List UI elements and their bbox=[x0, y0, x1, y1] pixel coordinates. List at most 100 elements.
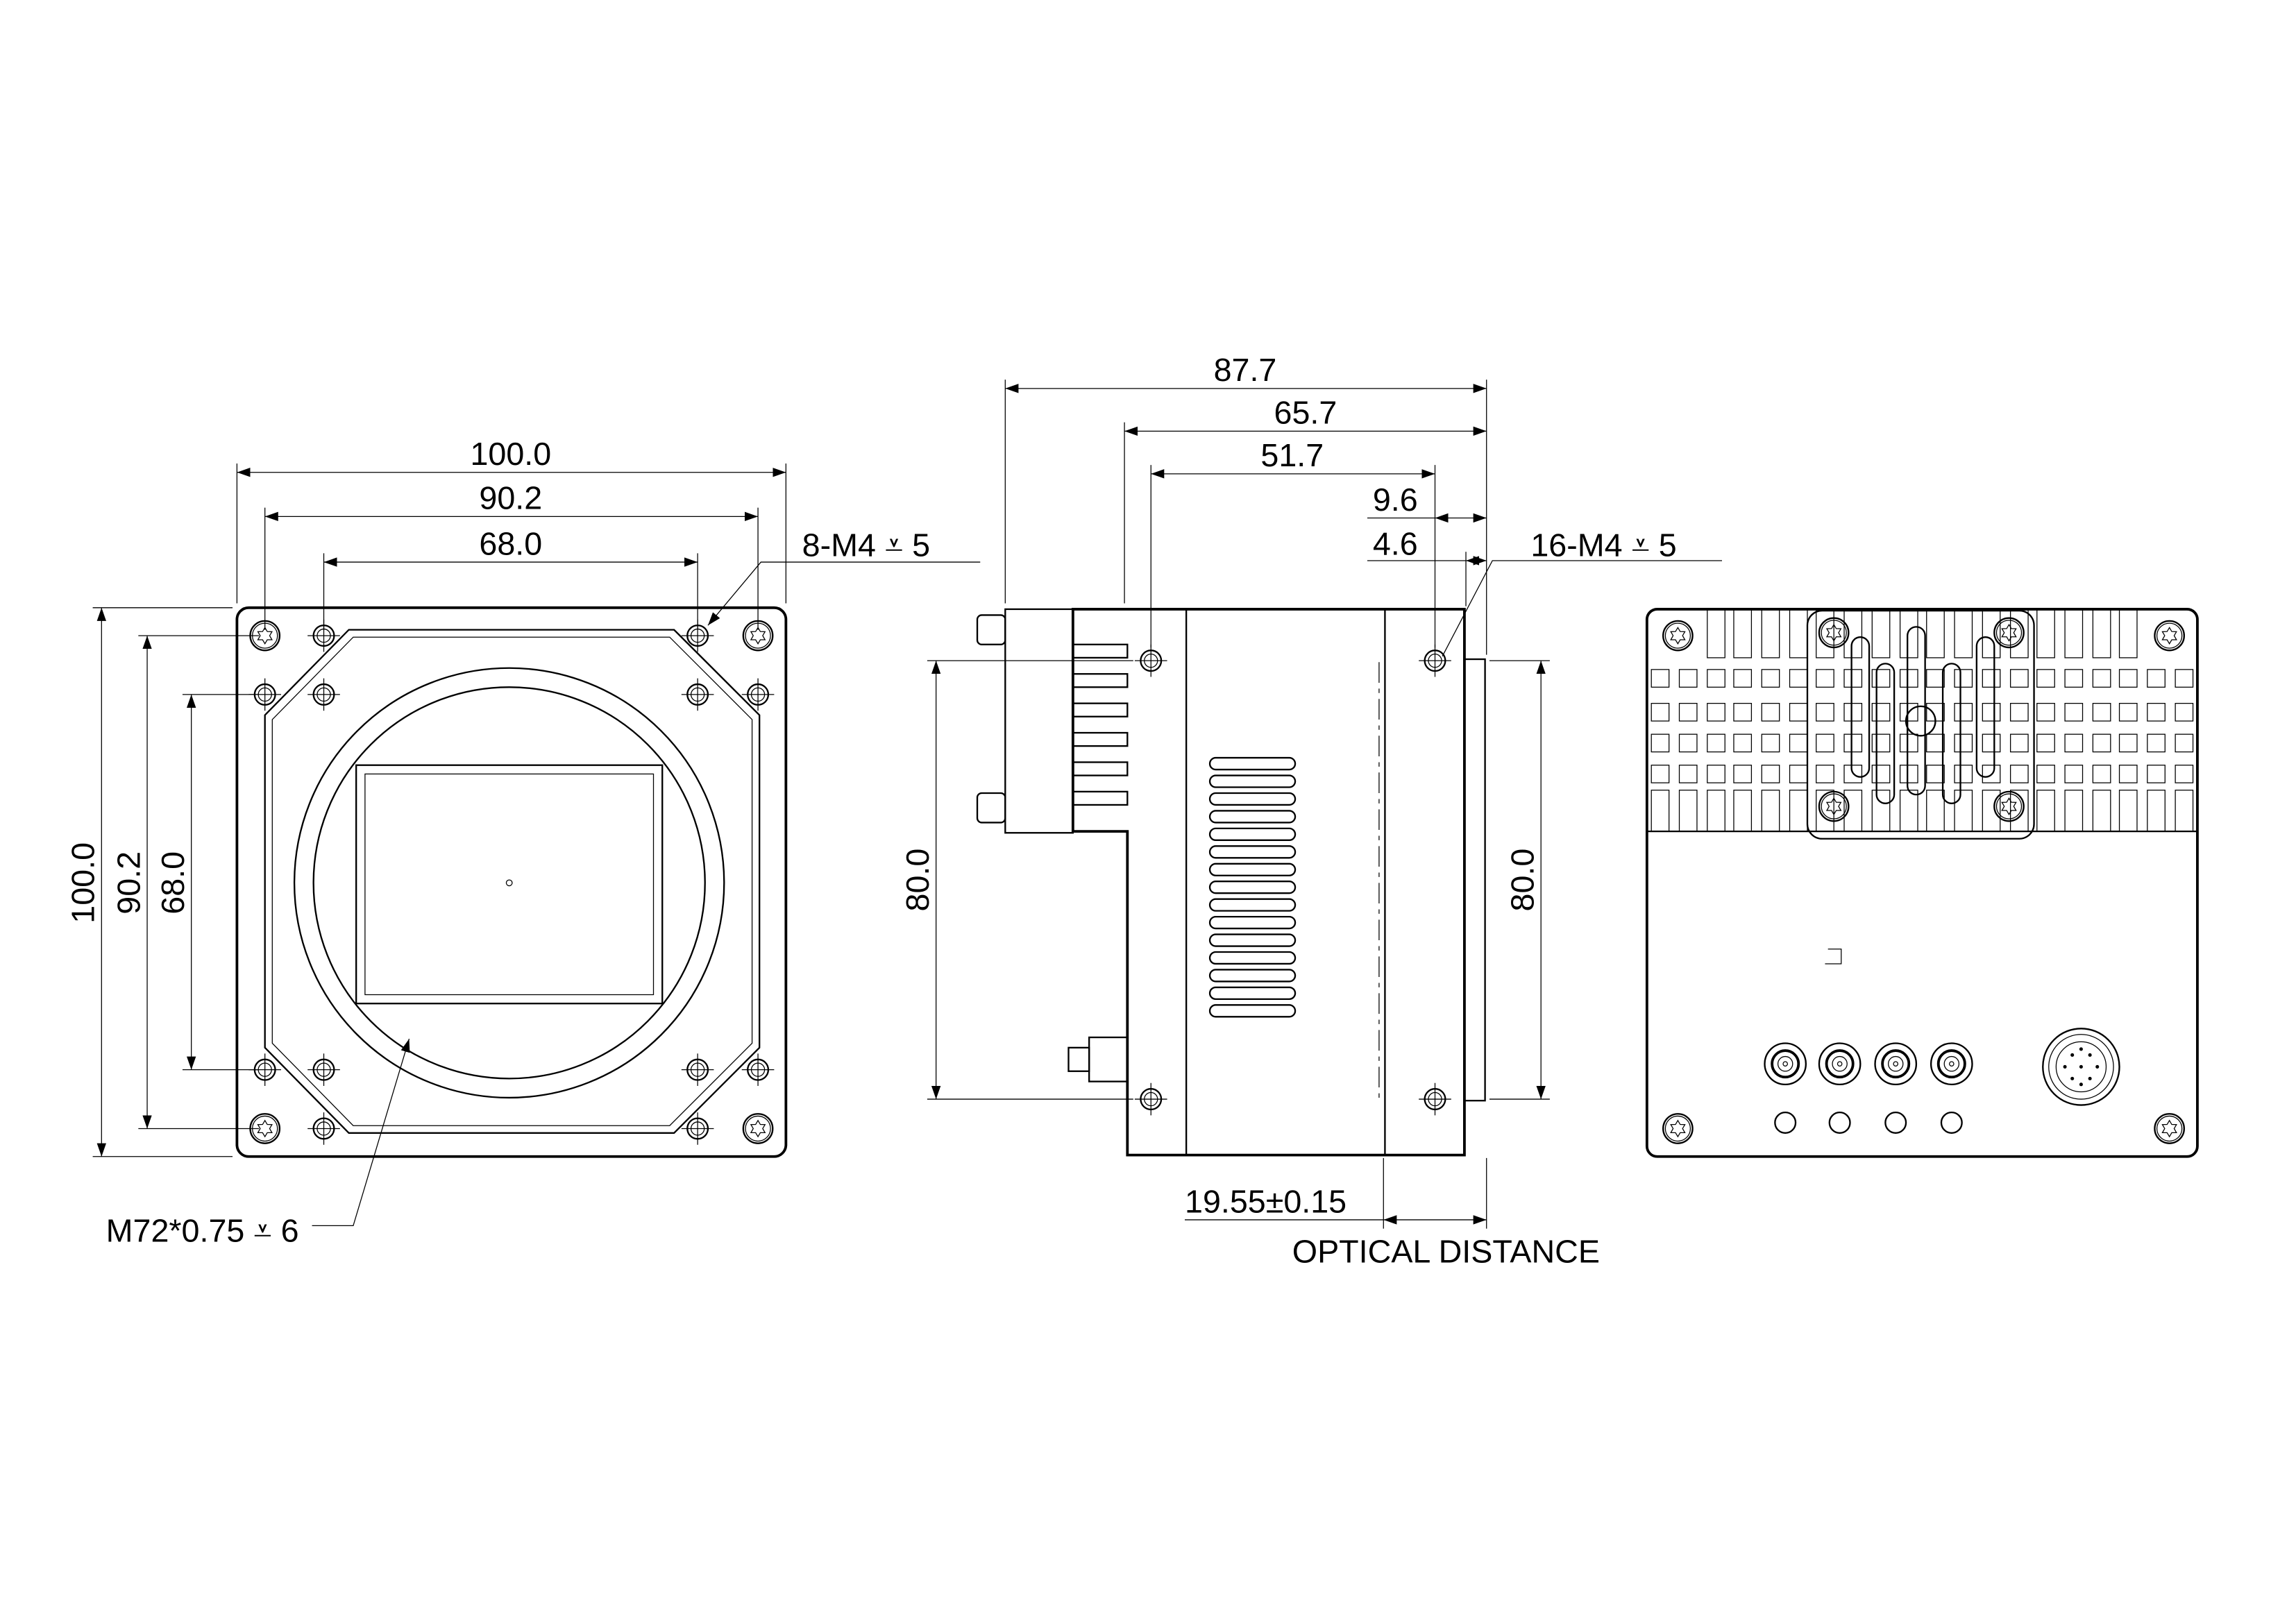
dim-front-height-68: 68.0 bbox=[155, 851, 191, 915]
heatsink-cell bbox=[2118, 733, 2138, 753]
heatsink-cell bbox=[1678, 765, 1698, 783]
connector-pin bbox=[2070, 1076, 2075, 1080]
fan-cover bbox=[1806, 609, 2035, 840]
dim-front-width-90: 90.2 bbox=[479, 480, 542, 516]
m4-hole-icon bbox=[1134, 644, 1167, 677]
heatsink-slot bbox=[1789, 790, 1808, 832]
torx-screw-icon bbox=[1993, 790, 2025, 822]
vent-slot bbox=[1208, 1004, 1297, 1018]
vent-slot bbox=[1208, 810, 1297, 824]
heatsink-cell bbox=[1926, 765, 1945, 783]
connector-pin bbox=[2088, 1053, 2092, 1057]
heatsink-cell bbox=[2009, 669, 2029, 688]
heatsink-slot bbox=[1816, 790, 1834, 832]
vent-slot bbox=[1208, 774, 1297, 788]
heatsink-fin bbox=[1072, 643, 1129, 659]
heatsink-cell bbox=[2036, 733, 2055, 753]
rear-io-ports bbox=[1764, 1042, 1973, 1134]
heatsink-cell bbox=[1982, 733, 2001, 753]
sma-port[interactable] bbox=[1930, 1042, 1973, 1086]
m4-hole-icon bbox=[741, 678, 775, 711]
heatsink-cell bbox=[1761, 765, 1780, 783]
sma-port[interactable] bbox=[1874, 1042, 1918, 1086]
rear-heatsink-grid bbox=[1651, 609, 2194, 832]
heatsink-slot bbox=[1871, 790, 1891, 832]
m4-hole-icon bbox=[1134, 1082, 1167, 1116]
sma-port[interactable] bbox=[1764, 1042, 1807, 1086]
connector-pin bbox=[2088, 1076, 2092, 1080]
heatsink-cell bbox=[2147, 765, 2166, 783]
heatsink-cell bbox=[2092, 733, 2111, 753]
power-connector[interactable] bbox=[2042, 1028, 2120, 1106]
heatsink-cell bbox=[2147, 703, 2166, 722]
heatsink-cell bbox=[1843, 669, 1863, 688]
heatsink-cell bbox=[2009, 765, 2029, 783]
vent-slot bbox=[1208, 898, 1297, 912]
heatsink-slot bbox=[2092, 609, 2111, 658]
heatsink-cell bbox=[1789, 765, 1808, 783]
heatsink-cell bbox=[2064, 733, 2084, 753]
heatsink-cell bbox=[1954, 733, 1973, 753]
vent-slot bbox=[1208, 792, 1297, 806]
front-flange-octagon bbox=[264, 629, 761, 1134]
heatsink-slot bbox=[1926, 790, 1945, 832]
heatsink-cell bbox=[1954, 703, 1973, 722]
dim-front-height-90: 90.2 bbox=[110, 851, 146, 915]
vent-slot bbox=[1208, 881, 1297, 894]
status-led bbox=[1884, 1111, 1907, 1134]
heatsink-cell bbox=[2092, 703, 2111, 722]
torx-screw-icon bbox=[1662, 620, 1694, 652]
torx-screw-icon bbox=[2154, 620, 2186, 652]
front-holes bbox=[248, 619, 775, 1145]
heatsink-slot bbox=[2009, 609, 2029, 658]
heatsink-slot bbox=[2092, 790, 2111, 832]
heatsink-fin bbox=[1072, 731, 1129, 747]
heatsink-cell bbox=[1926, 669, 1945, 688]
heatsink-cell bbox=[1871, 765, 1891, 783]
optical-center bbox=[505, 879, 513, 887]
heatsink-slot bbox=[2009, 790, 2029, 832]
m4-hole-icon bbox=[307, 1112, 340, 1145]
vent-slot bbox=[1208, 863, 1297, 876]
mount-thread-callout: M72*0.75 ⩡ 6 bbox=[106, 1213, 299, 1249]
heatsink-slot bbox=[1843, 609, 1863, 658]
heatsink-cell bbox=[2036, 669, 2055, 688]
heatsink-slot bbox=[2064, 790, 2084, 832]
heatsink-cell bbox=[1816, 765, 1834, 783]
heatsink-cell bbox=[1899, 765, 1918, 783]
rear-view bbox=[1645, 608, 2199, 1158]
side-view: 87.7 65.7 51.7 9.6 4.6 80.0 80.0 16-M4 ⩡… bbox=[900, 352, 1722, 1269]
heatsink-cell bbox=[2147, 733, 2166, 753]
m4-hole-icon bbox=[681, 1112, 714, 1145]
heatsink-cell bbox=[2118, 703, 2138, 722]
torx-screw-icon bbox=[1993, 617, 2025, 649]
heatsink-slot bbox=[2175, 790, 2194, 832]
lens-mount-outer bbox=[293, 667, 725, 1099]
vent-slot bbox=[1208, 969, 1297, 983]
sma-port[interactable] bbox=[1818, 1042, 1862, 1086]
rear-screw-bottom bbox=[976, 792, 1006, 824]
vent-slot bbox=[1208, 951, 1297, 965]
m4-hole-icon bbox=[1419, 644, 1451, 677]
heatsink-cell bbox=[1816, 669, 1834, 688]
heatsink-cell bbox=[2175, 703, 2194, 722]
lens-mount-inner bbox=[312, 686, 706, 1080]
heatsink-fin bbox=[1072, 790, 1129, 806]
heatsink-cell bbox=[1899, 669, 1918, 688]
heatsink-slot bbox=[2036, 609, 2055, 658]
heatsink-cell bbox=[2064, 765, 2084, 783]
connector-pin bbox=[2063, 1064, 2067, 1069]
heatsink-slot bbox=[1733, 790, 1753, 832]
connector-pin bbox=[2079, 1082, 2083, 1087]
heatsink-cell bbox=[1926, 733, 1945, 753]
heatsink-slot bbox=[1899, 790, 1918, 832]
heatsink-slot bbox=[1761, 609, 1780, 658]
connector-pin bbox=[2070, 1053, 2075, 1057]
front-housing bbox=[235, 606, 788, 1158]
heatsink-slot bbox=[1926, 609, 1945, 658]
vent-slot bbox=[1208, 827, 1297, 842]
vent-slot bbox=[1208, 845, 1297, 859]
heatsink-slot bbox=[1982, 609, 2001, 658]
dim-front-height-100: 100.0 bbox=[65, 842, 101, 924]
heatsink-cell bbox=[1816, 733, 1834, 753]
